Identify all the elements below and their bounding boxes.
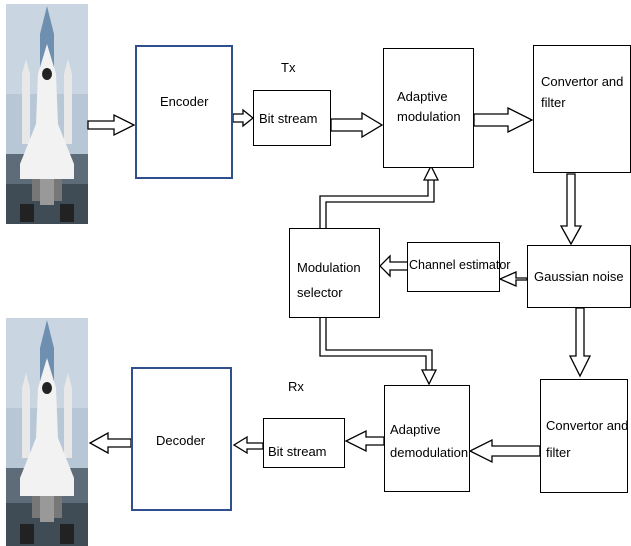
modulation-selector-line1: Modulation [297,259,361,277]
arrow-bitstream-to-decoder [234,437,263,453]
adaptive-modulation-line1: Adaptive [397,88,448,106]
arrow-decoder-to-shuttle [90,433,131,453]
line-selector-to-demodulation [320,318,426,372]
rx-convertor-filter-line2: filter [546,444,571,462]
modulation-selector-line2: selector [297,284,343,302]
arrow-encoder-to-bitstream [233,110,253,126]
rx-bit-stream-label: Bit stream [268,443,327,461]
tx-label: Tx [281,60,295,75]
tx-convertor-filter-line1: Convertor and [541,73,623,91]
tx-bit-stream-label: Bit stream [259,110,318,128]
arrow-convertor-to-noise [561,174,581,244]
gaussian-noise-label: Gaussian noise [534,268,624,286]
adaptive-modulation-line2: modulation [397,108,461,126]
arrow-modulation-to-convertor [474,108,532,132]
arrow-convertor-to-demodulation [470,440,540,462]
rx-label: Rx [288,379,304,394]
channel-estimator-label: Channel estimator [409,256,510,274]
arrow-estimator-to-selector [380,256,408,276]
tx-convertor-filter-line2: filter [541,94,566,112]
adaptive-demodulation-line2: demodulation [390,444,468,462]
encoder-label: Encoder [160,93,208,111]
arrow-demodulation-to-bitstream [346,431,384,451]
decoder-label: Decoder [156,432,205,450]
arrowhead-into-demodulation [422,370,436,384]
arrowhead-into-modulation [424,166,438,180]
encoder-block [135,45,233,179]
line-selector-to-modulation [320,180,428,228]
adaptive-demodulation-line1: Adaptive [390,421,441,439]
arrow-shuttle-to-encoder [88,115,134,135]
arrow-noise-to-estimator [500,272,527,286]
arrow-noise-to-convertor [570,308,590,376]
arrow-bitstream-to-modulation [331,113,382,137]
rx-convertor-filter-line1: Convertor and [546,417,628,435]
rx-convertor-filter-block [540,379,628,493]
